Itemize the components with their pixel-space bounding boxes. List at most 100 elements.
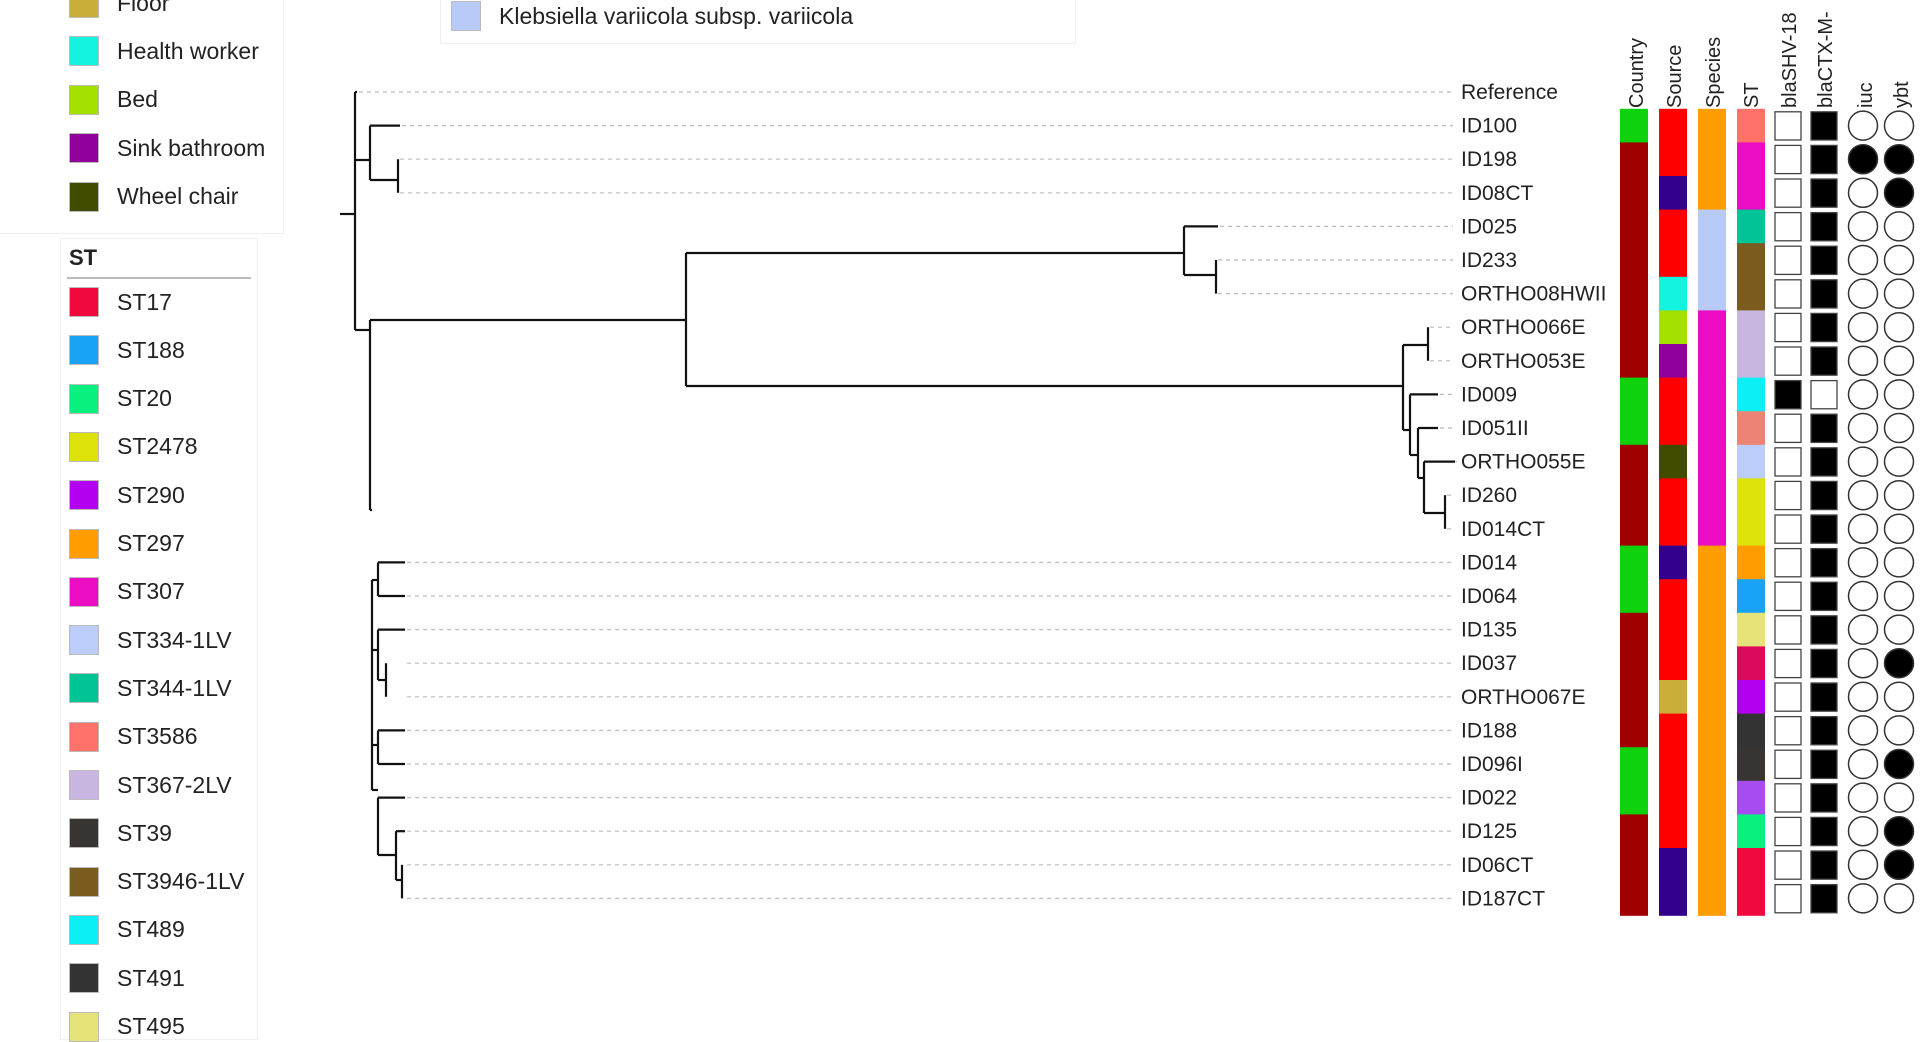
species-cell <box>1698 310 1726 345</box>
blashv-cell <box>1774 346 1802 376</box>
ybt-marker <box>1883 815 1915 847</box>
st-legend-item: ST39 <box>69 818 172 849</box>
country-cell <box>1620 344 1648 379</box>
iuc-marker <box>1847 412 1879 444</box>
st-legend-swatch <box>69 383 99 414</box>
species-cell <box>1698 680 1726 715</box>
st-legend-label: ST3946-1LV <box>117 868 245 895</box>
st-legend-label: ST367-2LV <box>117 771 232 798</box>
column-header: ybt <box>1891 81 1913 108</box>
blashv-cell <box>1774 379 1802 410</box>
st-cell <box>1737 680 1765 715</box>
st-legend-swatch <box>69 770 99 800</box>
blactx-cell <box>1810 547 1838 578</box>
blactx-cell <box>1810 346 1838 376</box>
blashv-cell <box>1774 682 1802 712</box>
ybt-marker <box>1883 311 1915 343</box>
blactx-cell <box>1810 312 1838 343</box>
country-cell <box>1620 747 1648 782</box>
st-legend-item: ST188 <box>69 335 185 366</box>
blactx-cell <box>1810 279 1838 309</box>
st-legend-label: ST3586 <box>117 723 198 750</box>
iuc-marker <box>1847 143 1879 175</box>
blashv-cell <box>1774 144 1802 175</box>
st-legend-title: ST <box>69 245 98 270</box>
species-legend-label: Klebsiella variicola subsp. variicola <box>499 2 854 29</box>
blactx-cell <box>1810 211 1838 242</box>
st-legend-swatch <box>69 528 99 559</box>
ybt-marker <box>1883 681 1915 713</box>
column-header: iuc <box>1855 82 1877 108</box>
tip-label: ORTHO053E <box>1461 350 1586 373</box>
source-cell <box>1659 142 1687 177</box>
source-cell <box>1659 209 1687 244</box>
source-cell <box>1659 814 1687 849</box>
ybt-marker <box>1883 479 1915 511</box>
st-legend-label: ST489 <box>117 916 185 943</box>
source-cell <box>1659 310 1687 345</box>
iuc-marker <box>1847 278 1879 309</box>
st-legend-item: ST307 <box>69 576 185 607</box>
st-cell <box>1737 377 1765 412</box>
st-legend-divider <box>67 277 251 279</box>
iuc-marker <box>1847 311 1879 343</box>
ybt-marker <box>1883 748 1915 780</box>
tip-label: ID064 <box>1461 585 1517 608</box>
iuc-marker <box>1847 580 1879 612</box>
iuc-marker <box>1847 211 1879 242</box>
blactx-cell <box>1810 816 1838 847</box>
st-legend-label: ST2478 <box>117 433 198 460</box>
st-cell <box>1737 646 1765 681</box>
country-cell <box>1620 579 1648 614</box>
iuc-marker <box>1847 547 1879 578</box>
blashv-cell <box>1774 211 1802 242</box>
tip-label: ID100 <box>1461 115 1517 138</box>
country-cell <box>1620 713 1648 748</box>
st-legend-label: ST17 <box>117 288 172 315</box>
country-cell <box>1620 243 1648 278</box>
st-legend-item: ST17 <box>69 287 172 317</box>
species-cell <box>1698 814 1726 849</box>
country-cell <box>1620 545 1648 580</box>
st-legend-swatch <box>69 866 99 897</box>
tip-label: Reference <box>1461 81 1558 104</box>
country-cell <box>1620 377 1648 412</box>
species-cell <box>1698 142 1726 177</box>
blashv-cell <box>1774 279 1802 309</box>
blashv-cell <box>1774 648 1802 679</box>
tip-label: ID014 <box>1461 551 1517 574</box>
column-header: Species <box>1703 37 1725 108</box>
st-legend-item: ST290 <box>69 480 185 511</box>
ybt-marker <box>1883 412 1915 444</box>
ybt-marker <box>1883 614 1915 645</box>
blactx-cell <box>1810 245 1838 276</box>
country-cell <box>1620 176 1648 211</box>
source-cell <box>1659 478 1687 513</box>
st-legend-swatch <box>69 480 99 511</box>
source-cell <box>1659 780 1687 815</box>
source-cell <box>1659 579 1687 614</box>
ybt-marker <box>1883 513 1915 545</box>
source-cell <box>1659 881 1687 916</box>
country-cell <box>1620 276 1648 311</box>
tree <box>340 90 1457 900</box>
blashv-cell <box>1774 111 1802 141</box>
country-cell <box>1620 411 1648 446</box>
source-legend-item: Sink bathroom <box>69 133 265 164</box>
st-legend-item: ST491 <box>69 963 185 994</box>
column-header: Country <box>1626 38 1648 108</box>
species-swatch <box>451 1 481 31</box>
blactx-cell <box>1810 850 1838 880</box>
st-cell <box>1737 176 1765 211</box>
column-header: Source <box>1664 45 1686 108</box>
species-cell <box>1698 612 1726 647</box>
blashv-cell <box>1774 245 1802 276</box>
st-legend-label: ST188 <box>117 336 185 363</box>
st-cell <box>1737 142 1765 177</box>
tip-label: ID08CT <box>1461 182 1534 205</box>
blashv-cell <box>1774 413 1802 444</box>
iuc-marker <box>1847 849 1879 881</box>
blashv-cell <box>1774 749 1802 780</box>
